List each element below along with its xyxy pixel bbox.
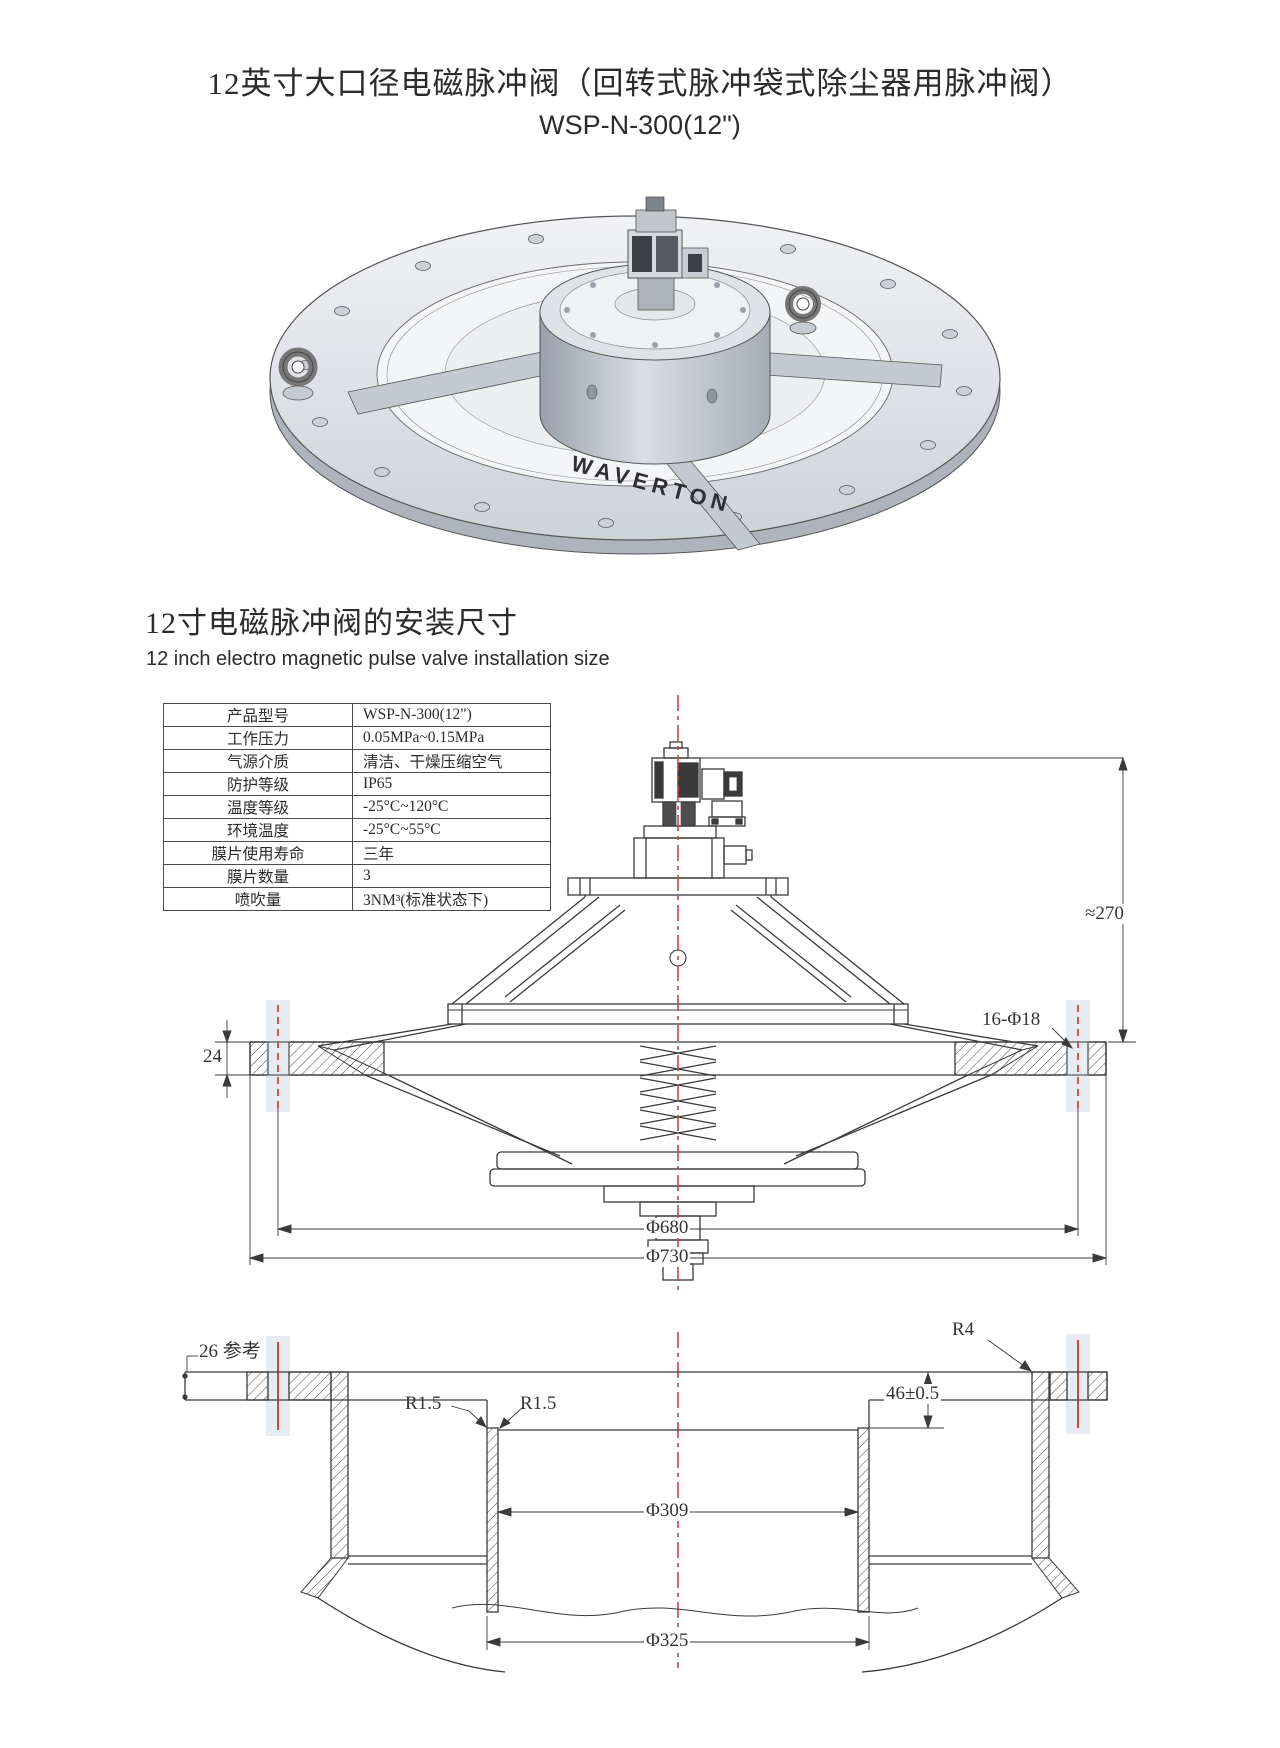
cap-bolt-dots	[564, 272, 746, 348]
lifting-eyebolt-right	[785, 286, 821, 335]
dim-tube-outer-diameter: Φ325	[644, 1630, 691, 1651]
valve-section-drawing	[215, 695, 1136, 1292]
table-row: 温度等级-25°C~120°C	[163, 795, 551, 819]
dim-inner-radius-2: R1.5	[520, 1393, 557, 1414]
dim-bolt-circle: Φ680	[644, 1217, 691, 1238]
dim-corner-radius: R4	[952, 1319, 975, 1340]
section-heading-en: 12 inch electro magnetic pulse valve ins…	[146, 648, 610, 670]
dim-total-height: ≈270	[1083, 903, 1126, 924]
dim-inner-diameter: Φ309	[644, 1500, 691, 1521]
spec-label: 喷吹量	[163, 887, 353, 911]
table-row: 气源介质清洁、干燥压缩空气	[163, 749, 551, 773]
dim-ref-thickness: 26 参考	[199, 1341, 261, 1362]
model-number: WSP-N-300(12")	[539, 110, 741, 140]
dim-bolt-holes: 16-Φ18	[982, 1009, 1041, 1030]
page-title: 12英寸大口径电磁脉冲阀（回转式脉冲袋式除尘器用脉冲阀）	[207, 66, 1073, 101]
spec-value: IP65	[352, 772, 551, 796]
spec-label: 产品型号	[163, 703, 353, 727]
spec-label: 气源介质	[163, 749, 353, 773]
spec-value: 3NM³(标准状态下)	[352, 887, 551, 911]
product-3d-render: WAVERTON	[269, 196, 1001, 555]
dim-outer-diameter: Φ730	[644, 1246, 691, 1267]
dim-port-depth: 46±0.5	[884, 1383, 942, 1404]
lifting-eyebolt-left	[278, 347, 318, 401]
spec-label: 膜片使用寿命	[163, 841, 353, 865]
spec-value: 3	[352, 864, 551, 888]
dim-flange-thickness: 24	[201, 1046, 224, 1067]
table-row: 膜片使用寿命三年	[163, 841, 551, 865]
spec-label: 环境温度	[163, 818, 353, 842]
pilot-solenoid-3d	[627, 196, 709, 311]
spec-label: 防护等级	[163, 772, 353, 796]
table-row: 环境温度-25°C~55°C	[163, 818, 551, 842]
dim-inner-radius-1: R1.5	[405, 1393, 442, 1414]
spec-value: 清洁、干燥压缩空气	[352, 749, 551, 773]
mounting-port-drawing	[182, 1332, 1108, 1673]
section-heading-zh: 12寸电磁脉冲阀的安装尺寸	[145, 607, 518, 640]
